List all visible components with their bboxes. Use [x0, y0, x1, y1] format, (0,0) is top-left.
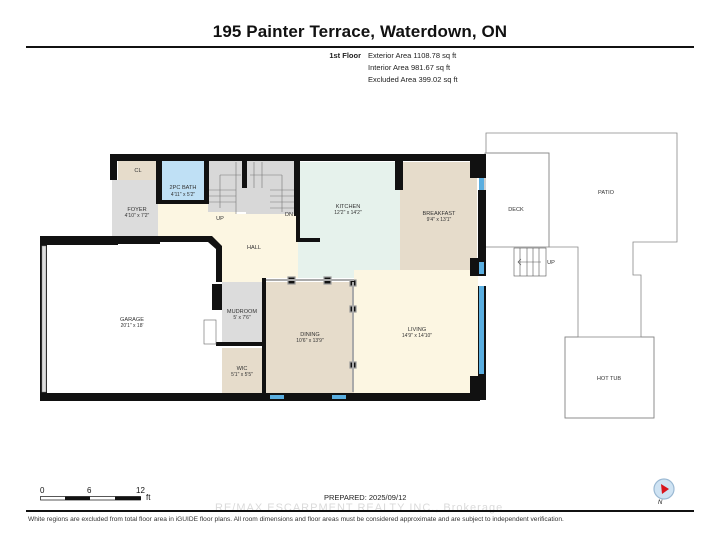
hot-tub-outline — [564, 336, 655, 419]
disclaimer: White regions are excluded from total fl… — [28, 516, 564, 523]
label-deck: DECK — [508, 207, 524, 213]
stair-treads — [208, 162, 294, 214]
label-hall: HALL — [247, 245, 261, 251]
dims-breakfast: 9'4" x 13'1" — [427, 217, 452, 223]
label-stairs-dn: DN — [285, 212, 293, 218]
label-dining: DINING — [300, 332, 320, 338]
room-kitchen — [298, 162, 400, 278]
deck-outline — [484, 152, 550, 248]
label-wic: WIC — [237, 366, 248, 372]
dims-living: 14'9" x 14'10" — [402, 333, 432, 339]
room-dining — [266, 282, 354, 394]
label-mudroom: MUDROOM — [227, 309, 257, 315]
scale-tick-12: 12 — [136, 486, 145, 495]
excluded-area: Excluded Area 399.02 sq ft — [368, 75, 458, 84]
label-bath: 2PC BATH — [170, 185, 197, 191]
label-patio: PATIO — [598, 190, 615, 196]
label-breakfast: BREAKFAST — [423, 211, 457, 217]
room-stairs-dn — [246, 160, 294, 214]
label-hot-tub: HOT TUB — [597, 376, 622, 382]
floor-label: 1st Floor — [329, 51, 361, 60]
scale-tick-0: 0 — [40, 486, 45, 495]
label-foyer: FOYER — [127, 207, 146, 213]
label-deck-stairs: UP — [547, 260, 555, 266]
room-labels: CL 2PC BATH 4'11" x 5'2" FOYER 4'10" x 7… — [120, 168, 621, 382]
dims-dining: 10'6" x 13'9" — [296, 338, 324, 344]
scale-tick-6: 6 — [87, 486, 92, 495]
deck-stairs — [513, 247, 547, 277]
label-stairs-up: UP — [216, 216, 224, 222]
scale-bar-graphic — [40, 496, 141, 501]
prepared-date: PREPARED: 2025/09/12 — [324, 493, 407, 502]
partial-walls — [266, 279, 354, 392]
dims-wic: 5'1" x 5'5" — [231, 372, 253, 378]
interior-area: Interior Area 981.67 sq ft — [368, 63, 451, 72]
windows — [270, 178, 484, 399]
exterior-area: Exterior Area 1108.78 sq ft — [368, 51, 457, 60]
label-kitchen: KITCHEN — [336, 204, 361, 210]
room-fills — [48, 160, 478, 396]
page-title: 195 Painter Terrace, Waterdown, ON — [212, 22, 508, 41]
watermark: RE/MAX ESCARPMENT REALTY INC., Brokerage — [215, 502, 504, 514]
label-garage: GARAGE — [120, 317, 144, 323]
compass-north-label: N — [658, 500, 663, 506]
dims-mudroom: 5' x 7'6" — [233, 315, 251, 321]
room-mudroom — [222, 282, 262, 344]
room-breakfast — [400, 162, 477, 270]
room-living — [354, 270, 478, 394]
compass-icon — [653, 478, 675, 500]
garage-door — [41, 245, 47, 393]
room-cl — [118, 160, 156, 180]
label-living: LIVING — [408, 327, 426, 333]
room-wic — [222, 348, 262, 394]
room-bath — [162, 160, 206, 204]
dims-bath: 4'11" x 5'2" — [171, 192, 195, 198]
dims-kitchen: 12'2" x 14'2" — [334, 210, 362, 216]
dims-garage: 20'1" x 18' — [121, 323, 144, 329]
room-garage — [48, 246, 216, 396]
dims-foyer: 4'10" x 7'2" — [125, 213, 150, 219]
footer-divider — [26, 510, 694, 512]
room-foyer — [112, 180, 158, 242]
scale-unit: ft — [146, 493, 151, 502]
garage-step — [203, 319, 217, 345]
label-cl: CL — [134, 168, 141, 174]
header-divider — [26, 46, 694, 48]
